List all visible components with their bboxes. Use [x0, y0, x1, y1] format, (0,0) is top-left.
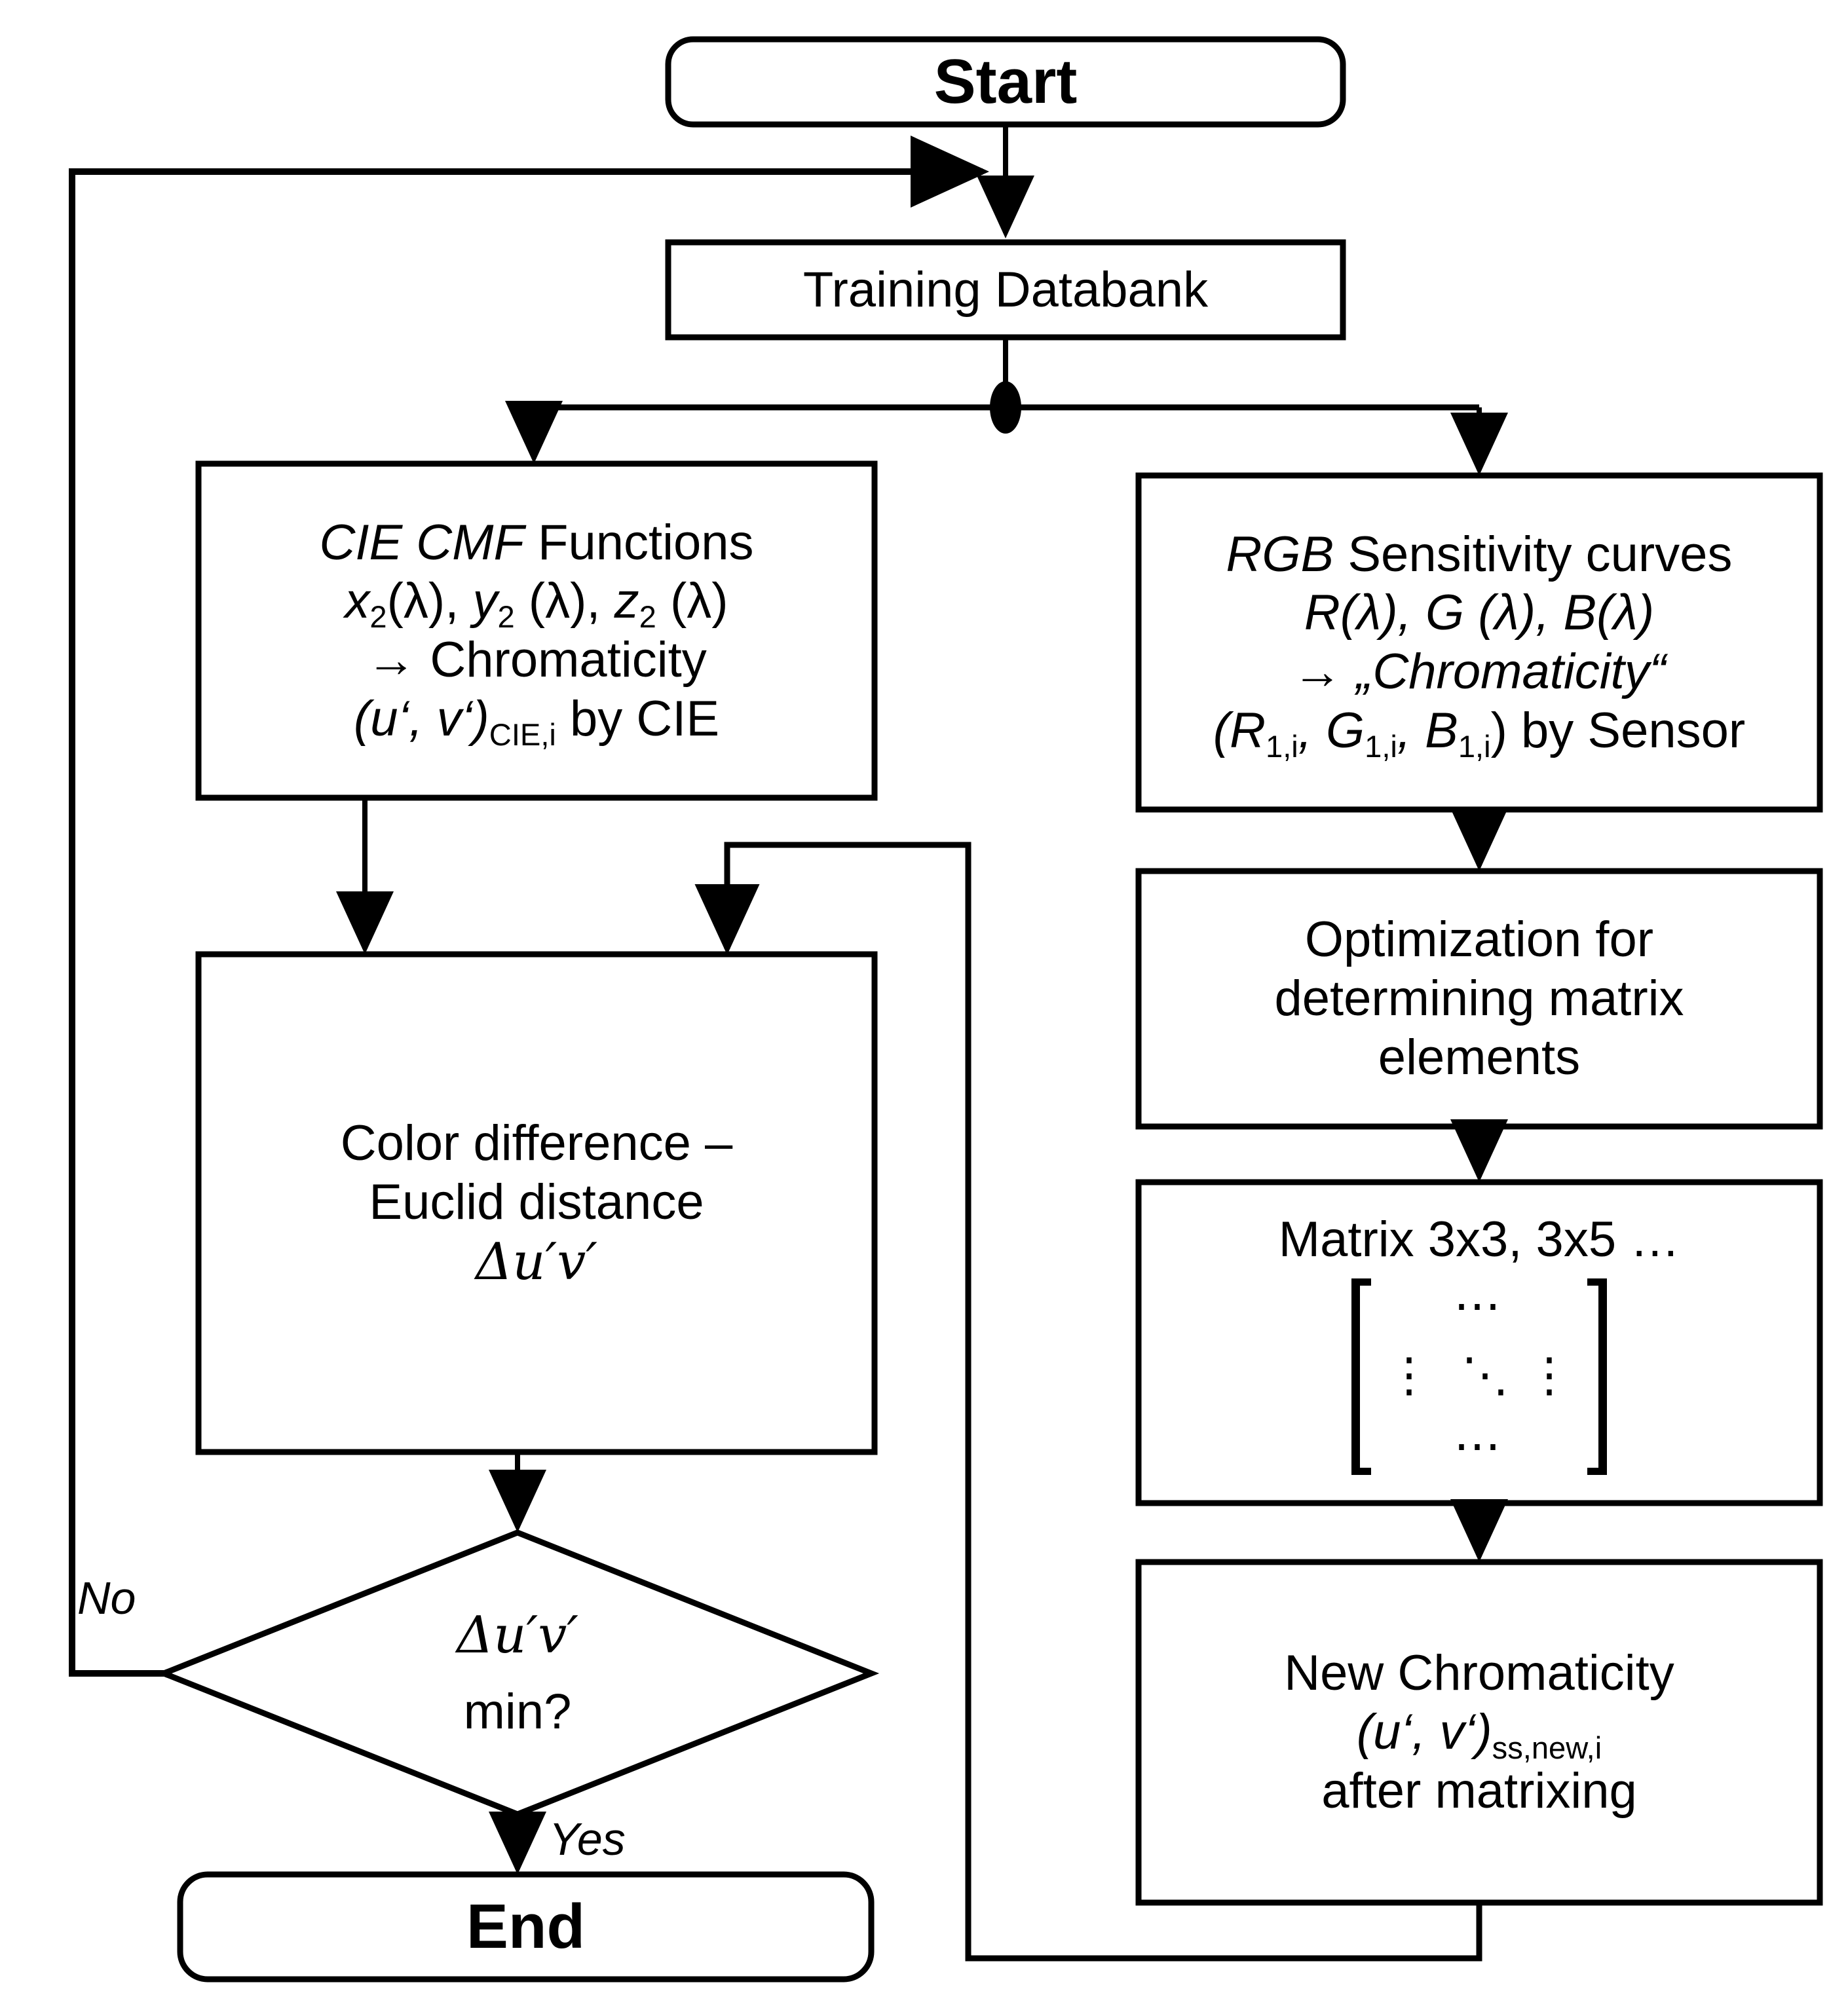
decision-shape [155, 1529, 880, 1817]
edge-label-yes: Yes [549, 1814, 626, 1865]
edge-newchroma-feedback-to-colordiff [694, 842, 1482, 1962]
color-difference-shape [195, 951, 878, 1455]
edge-no-feedback-loop [69, 136, 989, 1677]
optimization-shape [1135, 868, 1823, 1130]
matrix-shape [1135, 1179, 1823, 1506]
training-databank-shape [665, 239, 1346, 341]
cie-cmf-shape [195, 460, 878, 801]
edge-label-no: No [77, 1573, 136, 1624]
new-chromaticity-shape [1135, 1559, 1823, 1906]
end-shape [177, 1871, 875, 1983]
rgb-sensitivity-shape [1135, 472, 1823, 813]
start-shape [665, 36, 1346, 128]
